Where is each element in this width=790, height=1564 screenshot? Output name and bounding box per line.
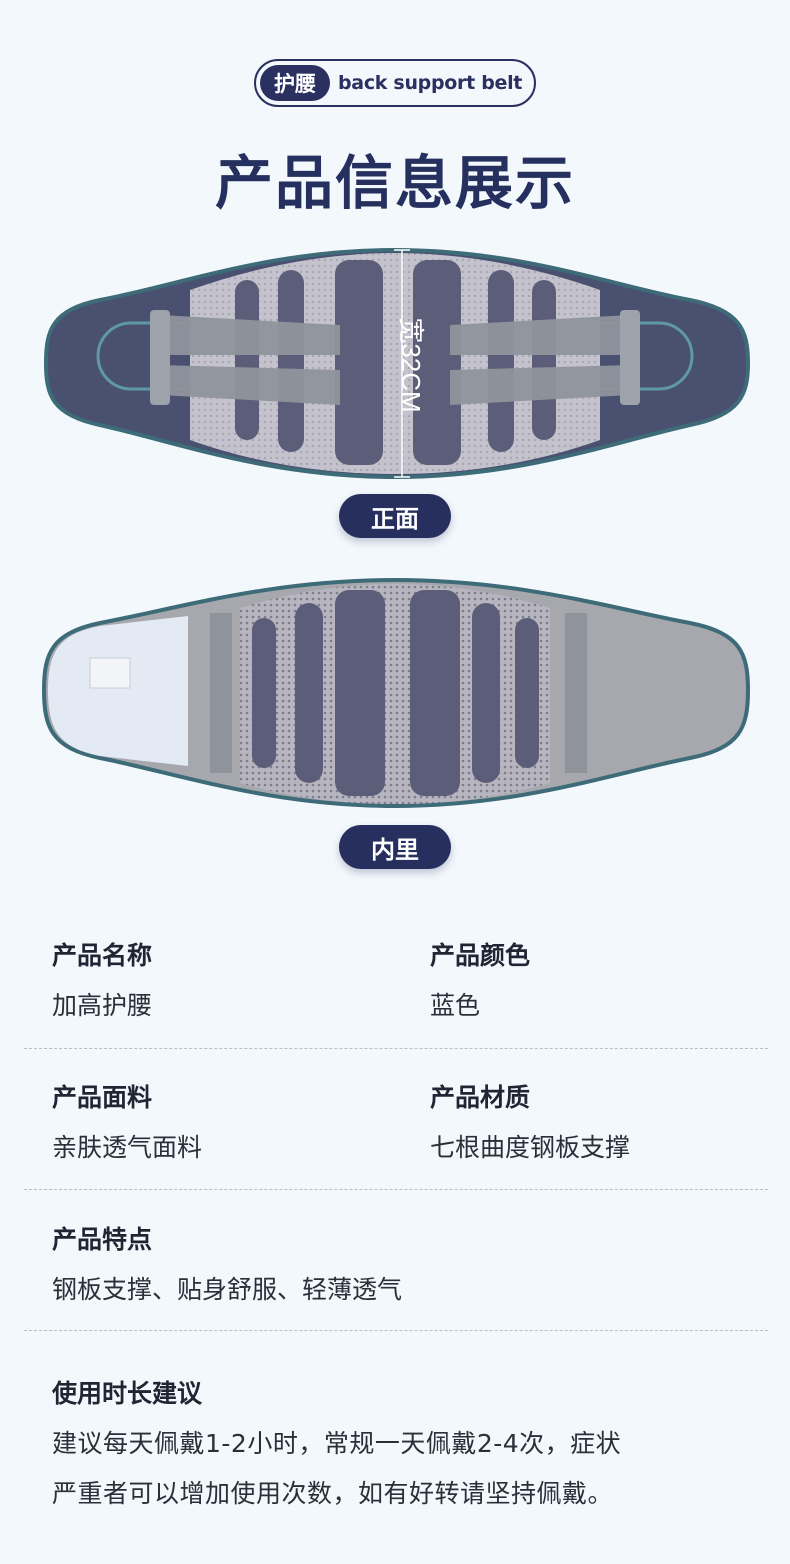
inner-view-label: 内里 — [339, 825, 451, 869]
category-tag: 护腰 back support belt — [254, 59, 536, 107]
product-name-value: 加高护腰 — [52, 991, 153, 1020]
front-view-label: 正面 — [339, 494, 451, 538]
divider — [24, 1189, 768, 1190]
product-fabric-label: 产品面料 — [52, 1083, 153, 1112]
category-tag-cn: 护腰 — [260, 65, 330, 101]
usage-advice-line: 严重者可以增加使用次数，如有好转请坚持佩戴。 — [52, 1479, 614, 1508]
belt-front-image: 宽32CM — [43, 247, 750, 480]
product-fabric-value: 亲肤透气面料 — [52, 1133, 203, 1162]
product-color-value: 蓝色 — [430, 991, 481, 1020]
product-material-value: 七根曲度钢板支撑 — [430, 1133, 631, 1162]
product-name-label: 产品名称 — [52, 941, 153, 970]
divider — [24, 1048, 768, 1049]
belt-width-label: 宽32CM — [396, 317, 426, 412]
page-title: 产品信息展示 — [214, 149, 575, 217]
product-color-label: 产品颜色 — [430, 941, 531, 970]
usage-advice-label: 使用时长建议 — [52, 1379, 203, 1408]
product-material-label: 产品材质 — [430, 1083, 531, 1112]
product-features-value: 钢板支撑、贴身舒服、轻薄透气 — [52, 1275, 403, 1304]
category-tag-en: back support belt — [338, 72, 523, 94]
product-features-label: 产品特点 — [52, 1225, 153, 1254]
belt-inner-image — [41, 578, 750, 809]
usage-advice-line: 建议每天佩戴1-2小时，常规一天佩戴2-4次，症状 — [52, 1429, 622, 1458]
divider — [24, 1330, 768, 1331]
